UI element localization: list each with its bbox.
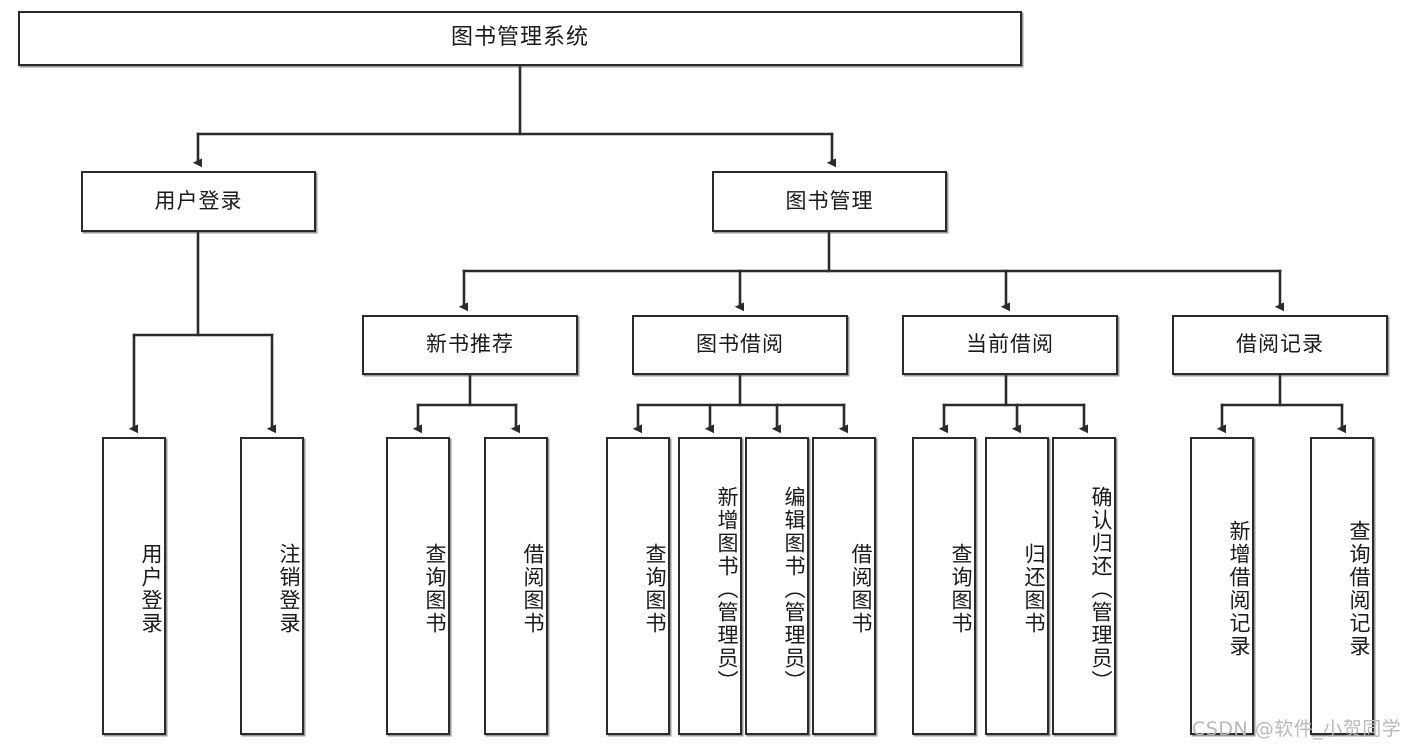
node-leaf-borrow-add-book-label: 新增图书（管理员） bbox=[715, 485, 739, 693]
node-borrow-record-label: 借阅记录 bbox=[1236, 332, 1324, 357]
csdn-watermark: CSDN @软件_小贺同学 bbox=[1192, 718, 1402, 740]
node-leaf-rec-borrow-book-label: 借阅图书 bbox=[521, 543, 545, 635]
node-leaf-user-logout[interactable]: 注销登录 bbox=[240, 437, 304, 735]
node-root-label: 图书管理系统 bbox=[450, 25, 589, 51]
node-leaf-current-query-book-label: 查询图书 bbox=[949, 543, 973, 635]
node-new-book-rec-label: 新书推荐 bbox=[426, 332, 514, 357]
node-leaf-current-confirm-return-label: 确认归还（管理员） bbox=[1089, 485, 1113, 693]
node-leaf-user-login-label: 用户登录 bbox=[139, 543, 163, 635]
node-leaf-borrow-add-book[interactable]: 新增图书（管理员） bbox=[678, 437, 742, 735]
node-leaf-current-query-book[interactable]: 查询图书 bbox=[912, 437, 976, 735]
node-new-book-rec[interactable]: 新书推荐 bbox=[362, 315, 578, 375]
node-book-borrow[interactable]: 图书借阅 bbox=[632, 315, 848, 375]
node-leaf-rec-borrow-book[interactable]: 借阅图书 bbox=[484, 437, 548, 735]
node-leaf-borrow-borrow-book-label: 借阅图书 bbox=[849, 543, 873, 635]
node-current-borrow[interactable]: 当前借阅 bbox=[902, 315, 1118, 375]
node-leaf-user-login[interactable]: 用户登录 bbox=[102, 437, 166, 735]
node-leaf-current-return-book[interactable]: 归还图书 bbox=[985, 437, 1049, 735]
node-user-login[interactable]: 用户登录 bbox=[81, 171, 316, 232]
node-leaf-borrow-edit-book-label: 编辑图书（管理员） bbox=[782, 485, 806, 693]
node-leaf-current-return-book-label: 归还图书 bbox=[1022, 543, 1046, 635]
node-book-manage-label: 图书管理 bbox=[785, 188, 874, 213]
node-root[interactable]: 图书管理系统 bbox=[18, 11, 1022, 66]
node-leaf-rec-query-book-label: 查询图书 bbox=[423, 543, 447, 635]
node-leaf-borrow-query-book-label: 查询图书 bbox=[643, 543, 667, 635]
node-leaf-borrow-borrow-book[interactable]: 借阅图书 bbox=[812, 437, 876, 735]
node-leaf-record-add[interactable]: 新增借阅记录 bbox=[1190, 437, 1254, 735]
node-leaf-record-query[interactable]: 查询借阅记录 bbox=[1310, 437, 1374, 735]
node-leaf-borrow-edit-book[interactable]: 编辑图书（管理员） bbox=[745, 437, 809, 735]
node-leaf-current-confirm-return[interactable]: 确认归还（管理员） bbox=[1052, 437, 1116, 735]
node-leaf-borrow-query-book[interactable]: 查询图书 bbox=[606, 437, 670, 735]
node-leaf-user-logout-label: 注销登录 bbox=[277, 543, 301, 635]
node-leaf-record-query-label: 查询借阅记录 bbox=[1347, 520, 1371, 658]
node-current-borrow-label: 当前借阅 bbox=[966, 332, 1054, 357]
node-book-manage[interactable]: 图书管理 bbox=[712, 171, 947, 232]
node-leaf-record-add-label: 新增借阅记录 bbox=[1227, 520, 1251, 658]
node-user-login-label: 用户登录 bbox=[154, 188, 243, 213]
node-borrow-record[interactable]: 借阅记录 bbox=[1172, 315, 1388, 375]
node-leaf-rec-query-book[interactable]: 查询图书 bbox=[386, 437, 450, 735]
node-book-borrow-label: 图书借阅 bbox=[696, 332, 784, 357]
